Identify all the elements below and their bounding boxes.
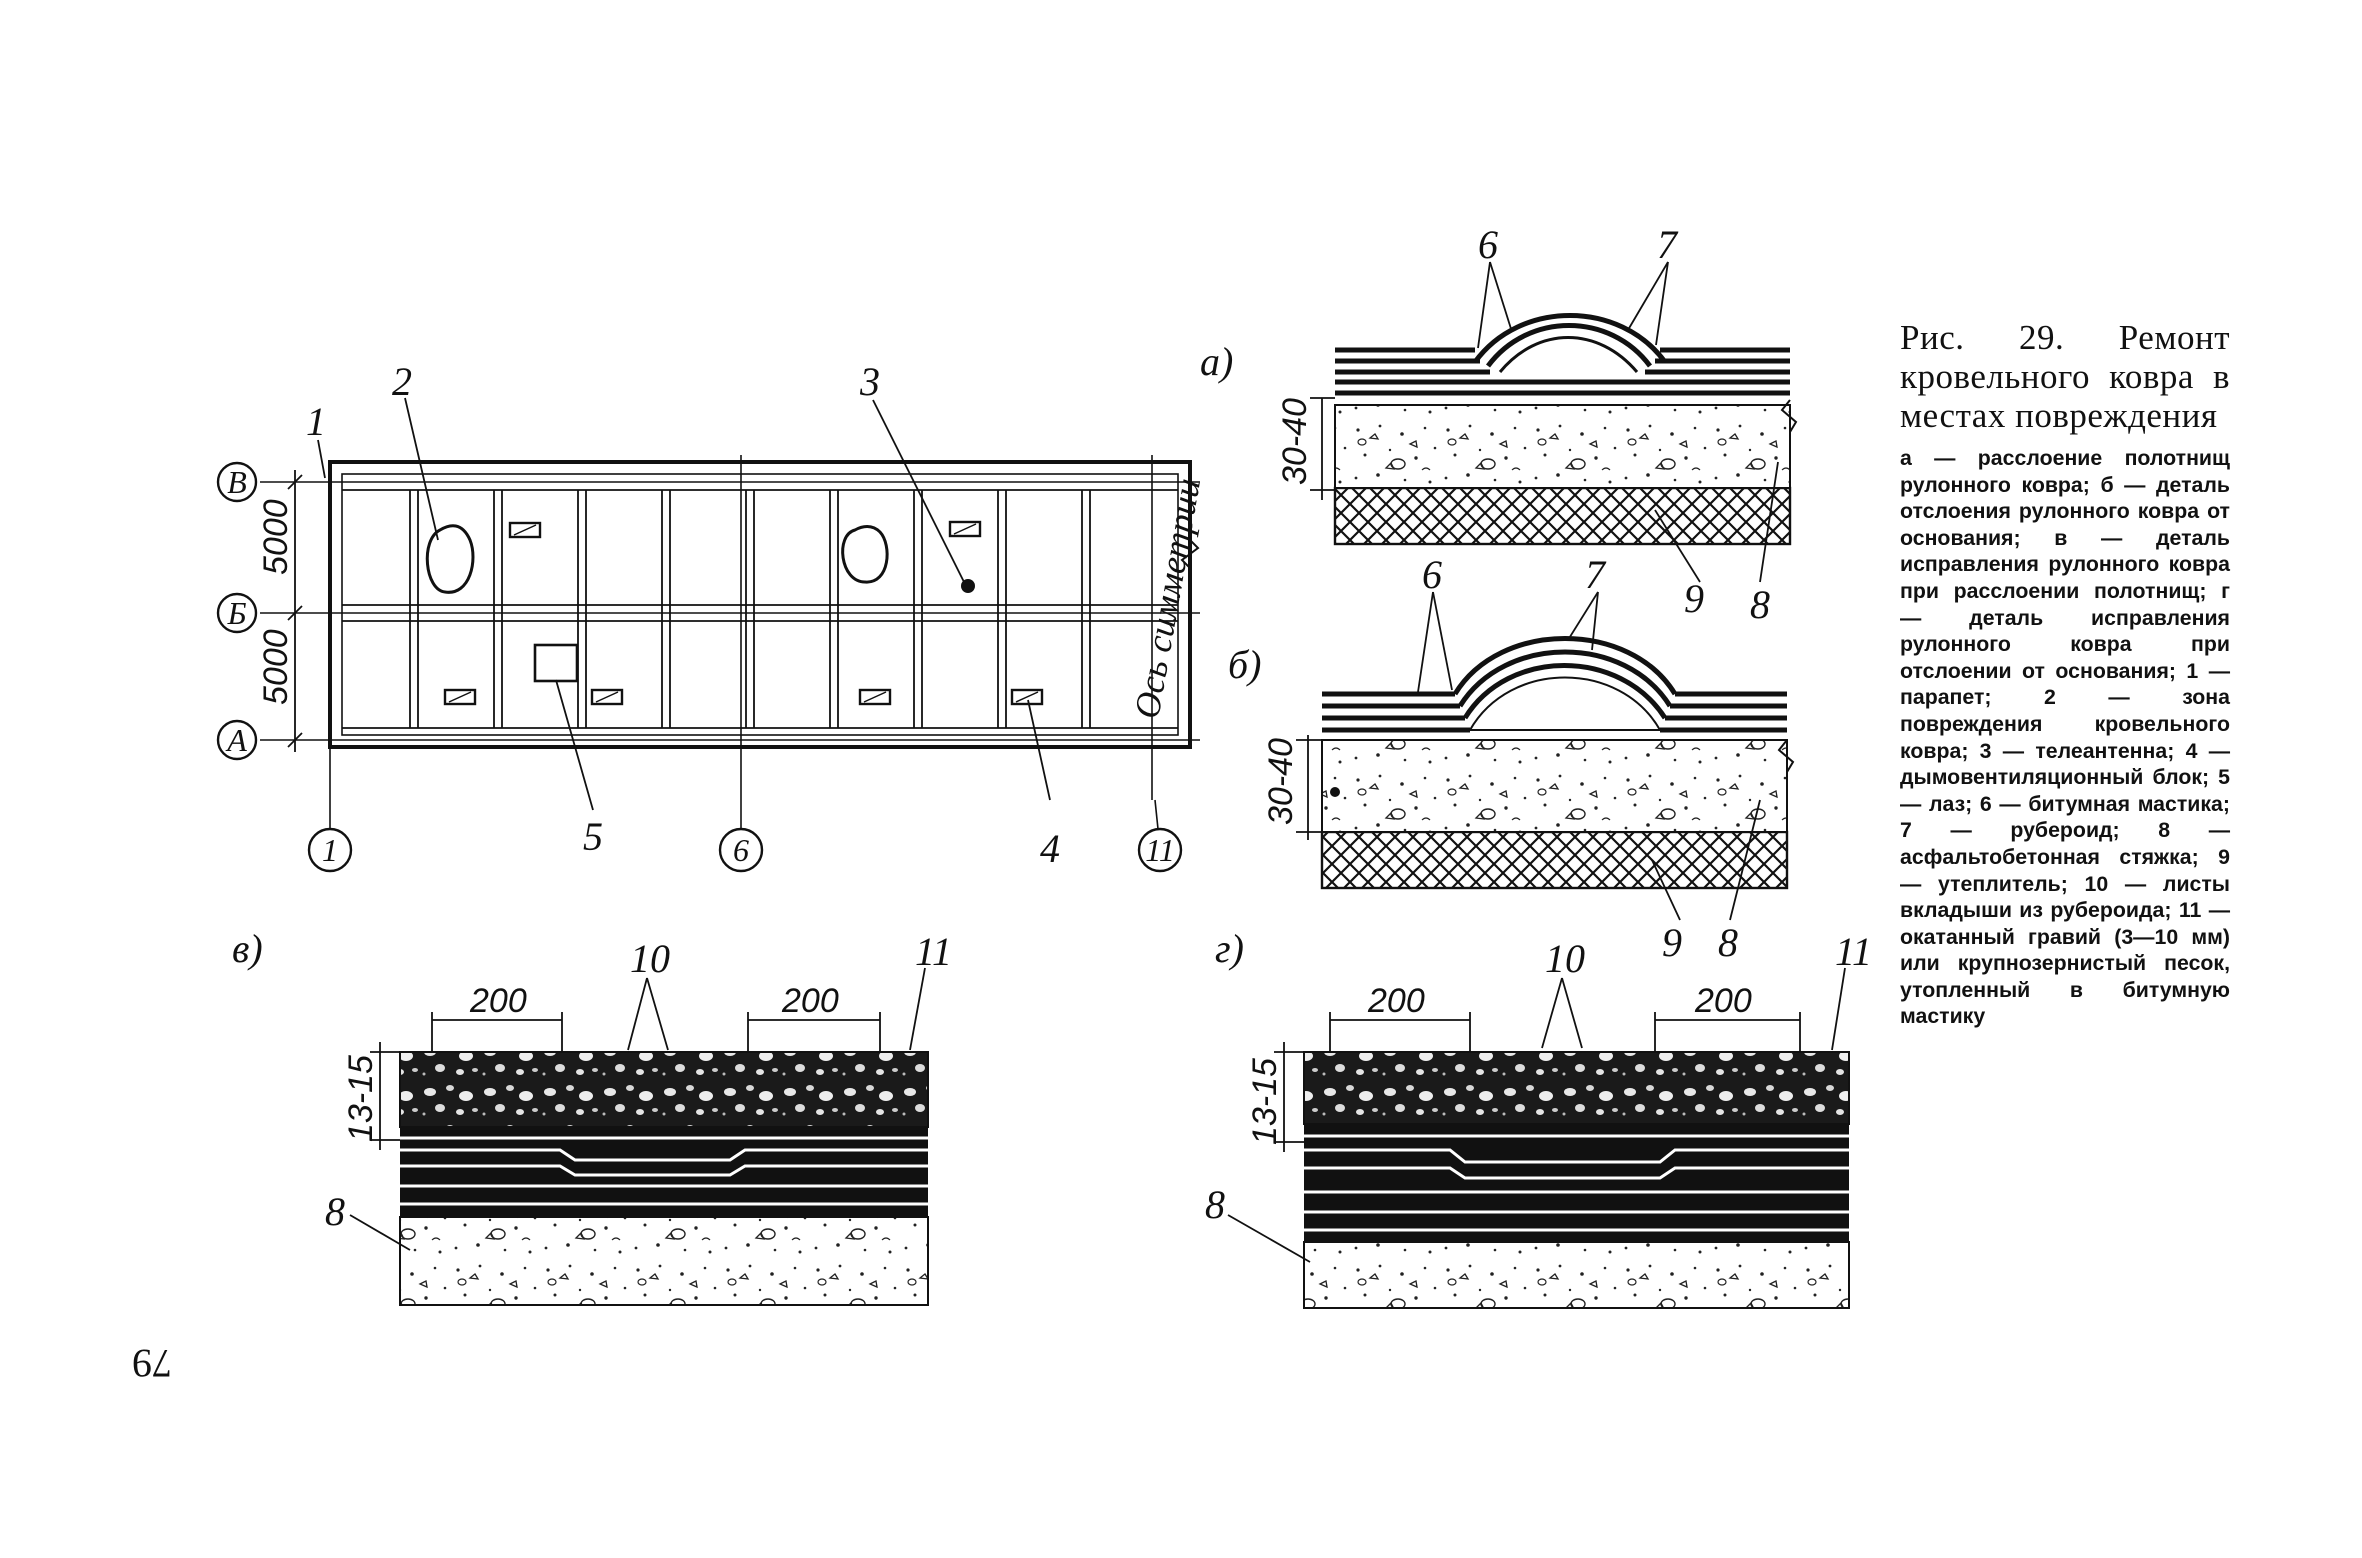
plan-dimension-line xyxy=(287,470,303,752)
blister-layer-3 xyxy=(1462,663,1668,720)
gravel-layer-g xyxy=(1303,1051,1850,1125)
roof-plan: 1 2 3 4 5 В Б А 1 6 11 xyxy=(216,359,1208,873)
asphalt-screed-v xyxy=(399,1216,929,1306)
axis-bubble-1: 1 xyxy=(307,827,353,873)
detail-a-thickness: 30-40 xyxy=(1276,398,1314,485)
detail-v-callout-8: 8 xyxy=(325,1189,345,1234)
detail-v-letter: в) xyxy=(232,926,263,971)
page-number: 79 xyxy=(132,1341,172,1386)
callout-2: 2 xyxy=(392,359,412,404)
detail-b-letter: б) xyxy=(1228,642,1261,687)
axis-bubble-6: 6 xyxy=(718,827,764,873)
caption-legend: а — расслоение полотнищ рулонного ковра;… xyxy=(1900,446,2230,1029)
detail-g-thickness: 13-15 xyxy=(1246,1058,1284,1145)
detail-b-thickness: 30-40 xyxy=(1262,738,1300,825)
blister-layer-2 xyxy=(1457,649,1673,708)
asphalt-screed-g xyxy=(1303,1241,1850,1309)
detail-a-dim xyxy=(1310,397,1335,500)
detail-a-letter: а) xyxy=(1200,339,1233,384)
roll-carpet-layers-b xyxy=(1322,691,1787,733)
callout-4: 4 xyxy=(1040,826,1060,871)
caption-title: Рис. 29. Ремонт кровельного ковра в мест… xyxy=(1900,318,2230,435)
axis-label-b: Б xyxy=(227,595,247,631)
roll-carpet-stack xyxy=(400,1127,928,1217)
detail-a-callout-8: 8 xyxy=(1750,582,1770,627)
damage-zone-left xyxy=(425,524,475,594)
detail-b-callout-8: 8 xyxy=(1718,920,1738,965)
detail-a-callout-9: 9 xyxy=(1684,576,1704,621)
vent-hatch xyxy=(448,523,1039,703)
insulation-layer xyxy=(1333,486,1792,546)
roof-hatch xyxy=(533,643,579,683)
detail-b-callout-7: 7 xyxy=(1585,552,1607,597)
insulation-layer-b xyxy=(1320,830,1789,890)
axis-bubble-a: А xyxy=(216,719,258,761)
detail-v-thickness: 13-15 xyxy=(342,1055,380,1142)
axis-label-v: В xyxy=(227,464,247,500)
callout-3: 3 xyxy=(859,359,880,404)
axis-bubble-b: Б xyxy=(216,592,258,634)
detail-a-callout-6: 6 xyxy=(1478,222,1498,267)
detail-g-dim-left: 200 xyxy=(1367,982,1425,1020)
detail-g-callout-11: 11 xyxy=(1835,929,1872,974)
callout-5: 5 xyxy=(583,814,603,859)
figure-caption: Рис. 29. Ремонт кровельного ковра в мест… xyxy=(1900,318,2230,1030)
callout-1: 1 xyxy=(306,399,326,444)
detail-a-callout-7: 7 xyxy=(1657,222,1679,267)
detail-b: б) 30-40 6 7 9 8 xyxy=(1228,552,1795,965)
dim-5000-upper: 5000 xyxy=(257,499,295,575)
detail-v-dim-left: 200 xyxy=(469,982,527,1020)
axis-label-1: 1 xyxy=(322,832,338,868)
axis-label-6: 6 xyxy=(733,832,749,868)
detail-v-dims xyxy=(370,1012,881,1150)
delaminated-sheet-inner xyxy=(1485,323,1653,368)
axis-bubble-v: В xyxy=(216,461,258,503)
roof-panel-grid xyxy=(342,489,1178,729)
detail-v-callout-11: 11 xyxy=(915,929,952,974)
dim-5000-lower: 5000 xyxy=(257,629,295,705)
detail-g-letter: г) xyxy=(1215,926,1244,971)
detail-b-leaders xyxy=(1417,591,1761,921)
detail-b-callout-6: 6 xyxy=(1422,552,1442,597)
detail-g: г) 200 200 13-15 10 11 8 xyxy=(1205,926,1872,1309)
detail-b-dim xyxy=(1296,735,1322,840)
plan-leaders xyxy=(317,397,1051,811)
detail-b-callout-9: 9 xyxy=(1662,920,1682,965)
detail-g-callout-8: 8 xyxy=(1205,1182,1225,1227)
delaminated-sheet-outer xyxy=(1472,313,1668,364)
detail-v: в) 200 200 13-15 10 11 8 xyxy=(232,926,952,1306)
axis-label-11: 11 xyxy=(1145,832,1175,868)
detail-v-dim-right: 200 xyxy=(781,982,839,1020)
detail-g-callout-10: 10 xyxy=(1545,936,1585,981)
carpet-separations-g xyxy=(1304,1134,1849,1232)
axis-label-a: А xyxy=(225,722,247,758)
detail-v-leaders xyxy=(349,967,926,1251)
detail-g-dim-right: 200 xyxy=(1694,982,1752,1020)
detail-a: а) 30-40 6 7 9 8 xyxy=(1200,222,1798,627)
detail-v-callout-10: 10 xyxy=(630,936,670,981)
axis-bubble-11: 11 xyxy=(1137,827,1183,873)
asphalt-screed-b xyxy=(1321,739,1788,833)
carpet-separations xyxy=(400,1136,928,1206)
break-line xyxy=(1180,470,1200,740)
blister-layer-1 xyxy=(1452,636,1678,696)
detail-a-leaders xyxy=(1477,261,1779,583)
asphalt-screed xyxy=(1334,404,1791,489)
damage-zone-right xyxy=(841,525,889,584)
delaminated-sheet-core xyxy=(1498,336,1639,373)
gravel-layer xyxy=(399,1051,929,1128)
detail-g-dims xyxy=(1274,1012,1801,1152)
symmetry-axis-label: Ось симметрии xyxy=(1126,475,1208,721)
detail-g-leaders xyxy=(1227,967,1846,1263)
roll-carpet-layers xyxy=(1335,347,1790,396)
roll-carpet-stack-g xyxy=(1304,1124,1849,1242)
